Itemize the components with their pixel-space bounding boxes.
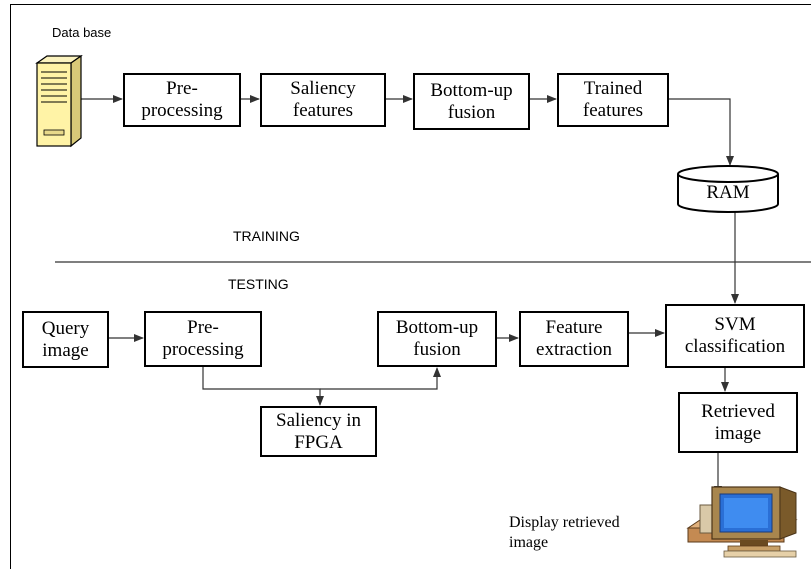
training-bottomup-fusion-box: Bottom-up fusion (413, 73, 530, 130)
arrow-preprocessing-to-saliency-fpga (202, 367, 324, 406)
saliency-in-fpga-box: Saliency in FPGA (260, 406, 377, 457)
svm-classification-box: SVM classification (665, 304, 805, 368)
arrow-saliency-fpga-to-bottomup (320, 367, 441, 390)
database-label: Data base (52, 25, 112, 40)
training-label: TRAINING (233, 228, 300, 244)
arrow-trained-to-ram (669, 98, 734, 166)
diagram-frame (10, 4, 811, 569)
testing-bottomup-fusion-box: Bottom-up fusion (377, 311, 497, 367)
query-image-box: Query image (22, 311, 109, 368)
testing-label: TESTING (228, 276, 289, 292)
ram-cylinder (677, 165, 779, 213)
training-preprocessing-box: Pre- processing (123, 73, 241, 127)
display-retrieved-label: Display retrieved image (509, 514, 620, 551)
ram-label: RAM (706, 182, 750, 203)
feature-extraction-box: Feature extraction (519, 311, 629, 367)
database-server-icon (35, 54, 83, 148)
computer-monitor-icon (686, 486, 798, 558)
testing-preprocessing-box: Pre- processing (144, 311, 262, 367)
training-saliency-features-box: Saliency features (260, 73, 386, 127)
retrieved-image-box: Retrieved image (678, 392, 798, 453)
trained-features-box: Trained features (557, 73, 669, 127)
